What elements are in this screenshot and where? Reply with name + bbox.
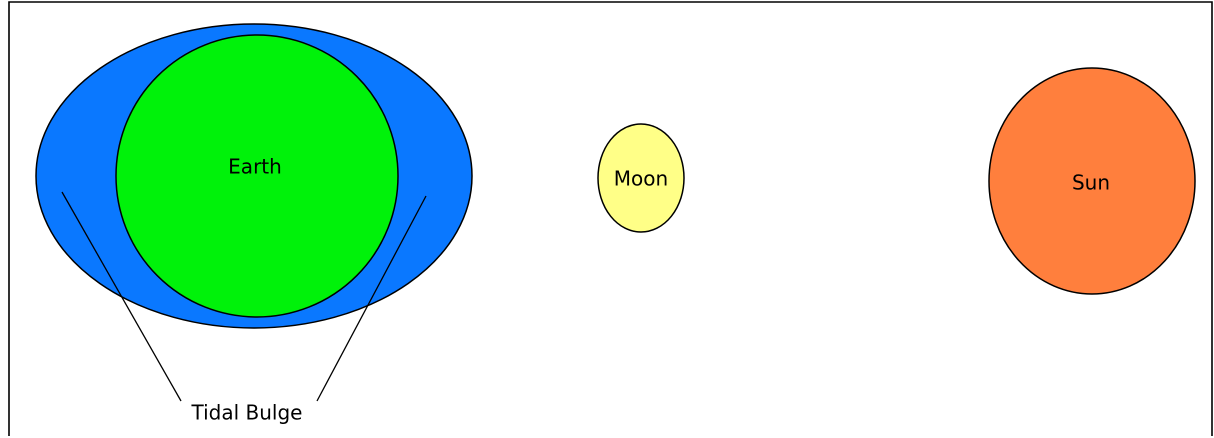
earth-system: Earth (36, 24, 472, 328)
moon: Moon (598, 124, 684, 232)
sun-label: Sun (1072, 171, 1110, 195)
moon-label: Moon (614, 167, 668, 191)
earth-label: Earth (228, 155, 282, 179)
tidal-bulge-label: Tidal Bulge (191, 401, 303, 425)
sun: Sun (989, 68, 1195, 294)
